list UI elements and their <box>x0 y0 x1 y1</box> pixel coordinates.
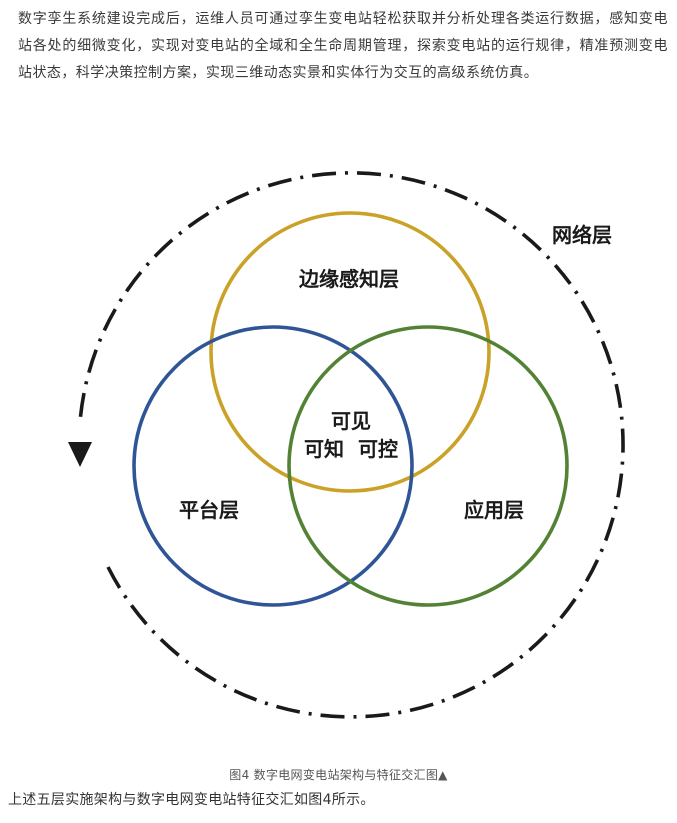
network-ring-arc <box>78 171 625 719</box>
edge-perception-circle <box>209 211 491 493</box>
network-layer-label: 网络层 <box>552 223 612 247</box>
architecture-diagram: 网络层 边缘感知层 平台层 应用层 可见 可知 可控 <box>0 150 677 770</box>
diagram-svg: 网络层 边缘感知层 平台层 应用层 可见 可知 可控 <box>68 171 625 719</box>
platform-label: 平台层 <box>179 498 239 522</box>
intro-paragraph: 数字孪生系统建设完成后，运维人员可通过孪生变电站轻松获取并分析处理各类运行数据，… <box>18 11 668 81</box>
network-ring-arrow-icon <box>68 442 92 467</box>
application-circle <box>287 325 569 607</box>
closing-paragraph: 上述五层实施架构与数字电网变电站特征交汇如图4所示。 <box>8 792 375 808</box>
figure-caption: 图4 数字电网变电站架构与特征交汇图▲ <box>229 768 448 782</box>
center-label-visible: 可见 <box>331 409 371 433</box>
center-label-knowable-controllable: 可知 可控 <box>304 437 398 461</box>
edge-perception-label: 边缘感知层 <box>298 267 399 291</box>
platform-circle <box>132 325 414 607</box>
application-label: 应用层 <box>464 498 524 522</box>
